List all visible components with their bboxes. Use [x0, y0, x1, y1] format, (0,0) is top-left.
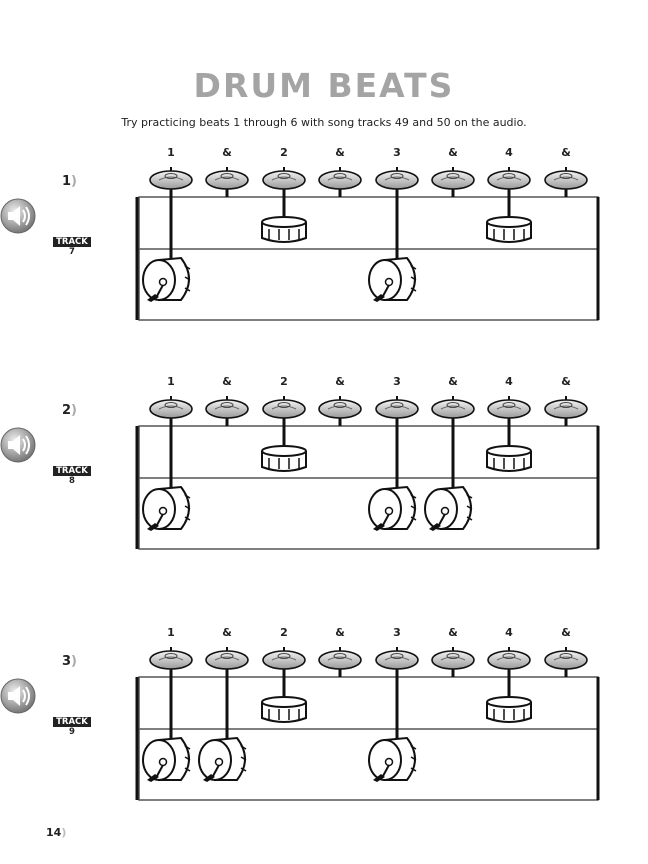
hihat-cymbal-icon — [375, 647, 419, 670]
count-label: 3 — [393, 626, 401, 639]
hihat-cymbal-icon — [205, 647, 249, 670]
count-label: & — [561, 626, 571, 639]
count-label: 2 — [280, 375, 288, 388]
snare-drum-icon — [486, 216, 532, 243]
speaker-icon[interactable] — [0, 198, 36, 234]
exercise-number-value: 3 — [62, 654, 72, 669]
speaker-icon[interactable] — [0, 678, 36, 714]
hihat-cymbal-icon — [431, 396, 475, 419]
count-label: 3 — [393, 146, 401, 159]
exercise-number-paren: ) — [71, 403, 77, 418]
hihat-cymbal-icon — [318, 647, 362, 670]
hihat-cymbal-icon — [149, 396, 193, 419]
count-label: & — [448, 626, 458, 639]
snare-drum-icon — [261, 216, 307, 243]
bass-drum-icon — [368, 256, 417, 302]
drum-staff: 1 & 2 & 3 & 4 & — [135, 626, 600, 801]
count-label: & — [561, 375, 571, 388]
track-number: 7 — [69, 247, 75, 257]
count-label: 2 — [280, 626, 288, 639]
count-label: 1 — [167, 626, 175, 639]
hihat-cymbal-icon — [544, 396, 588, 419]
snare-drum-icon — [261, 696, 307, 723]
bass-drum-icon — [368, 485, 417, 531]
page-number-paren: ) — [61, 826, 67, 839]
hihat-cymbal-icon — [262, 167, 306, 190]
exercise-number: 2) — [62, 403, 77, 418]
hihat-cymbal-icon — [544, 647, 588, 670]
exercise-number-paren: ) — [71, 654, 77, 669]
staff-box — [138, 196, 599, 321]
hihat-cymbal-icon — [205, 396, 249, 419]
drum-staff: 1 & 2 & 3 & 4 & — [135, 375, 600, 550]
count-label: 3 — [393, 375, 401, 388]
track-label: TRACK — [53, 466, 91, 476]
page-subtitle: Try practicing beats 1 through 6 with so… — [121, 116, 527, 129]
snare-drum-icon — [486, 445, 532, 472]
page-number: 14) — [46, 826, 66, 839]
hihat-cymbal-icon — [487, 647, 531, 670]
hihat-cymbal-icon — [487, 396, 531, 419]
track-label: TRACK — [53, 717, 91, 727]
count-label: & — [448, 146, 458, 159]
hihat-cymbal-icon — [318, 167, 362, 190]
speaker-icon[interactable] — [0, 427, 36, 463]
count-label: & — [222, 146, 232, 159]
count-label: & — [335, 626, 345, 639]
hihat-cymbal-icon — [375, 396, 419, 419]
bass-drum-icon — [198, 736, 247, 782]
hihat-cymbal-icon — [544, 167, 588, 190]
count-label: 4 — [505, 626, 513, 639]
exercise-number-value: 1 — [62, 174, 72, 189]
count-label: & — [335, 146, 345, 159]
hihat-cymbal-icon — [431, 167, 475, 190]
track-number: 8 — [69, 476, 75, 486]
hihat-cymbal-icon — [262, 647, 306, 670]
exercise-number-paren: ) — [71, 174, 77, 189]
count-label: & — [335, 375, 345, 388]
count-label: & — [561, 146, 571, 159]
hihat-cymbal-icon — [487, 167, 531, 190]
staff-box — [138, 425, 599, 550]
bass-drum-icon — [142, 256, 191, 302]
drum-staff: 1 & 2 & 3 & 4 & — [135, 146, 600, 321]
hihat-cymbal-icon — [149, 647, 193, 670]
snare-drum-icon — [261, 445, 307, 472]
hihat-cymbal-icon — [318, 396, 362, 419]
hihat-cymbal-icon — [431, 647, 475, 670]
bass-drum-icon — [142, 485, 191, 531]
hihat-cymbal-icon — [205, 167, 249, 190]
count-label: & — [222, 626, 232, 639]
track-label: TRACK — [53, 237, 91, 247]
hihat-cymbal-icon — [262, 396, 306, 419]
hihat-cymbal-icon — [375, 167, 419, 190]
bass-drum-icon — [142, 736, 191, 782]
exercise-number: 1) — [62, 174, 77, 189]
bass-drum-icon — [424, 485, 473, 531]
count-label: 1 — [167, 375, 175, 388]
count-label: & — [448, 375, 458, 388]
count-label: & — [222, 375, 232, 388]
track-number: 9 — [69, 727, 75, 737]
hihat-cymbal-icon — [149, 167, 193, 190]
count-label: 2 — [280, 146, 288, 159]
count-label: 1 — [167, 146, 175, 159]
staff-box — [138, 676, 599, 801]
count-label: 4 — [505, 146, 513, 159]
page-title: DRUM BEATS — [193, 66, 455, 105]
count-label: 4 — [505, 375, 513, 388]
exercise-number: 3) — [62, 654, 77, 669]
page-number-value: 14 — [46, 826, 62, 839]
snare-drum-icon — [486, 696, 532, 723]
bass-drum-icon — [368, 736, 417, 782]
exercise-number-value: 2 — [62, 403, 72, 418]
